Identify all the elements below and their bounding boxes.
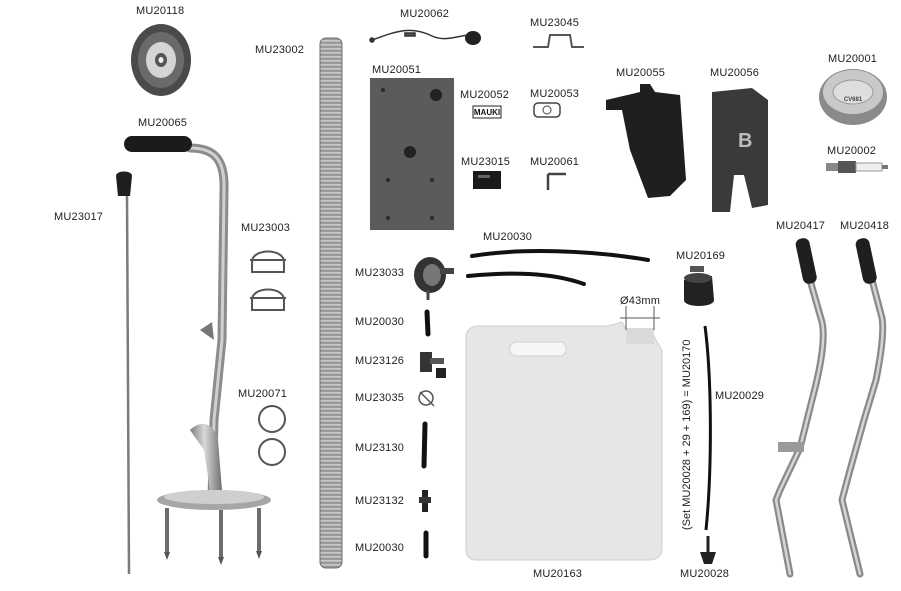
label-mu20170-set: (Set MU20028 + 29 + 169) = MU20170 xyxy=(681,339,693,530)
label-mu20169: MU20169 xyxy=(676,250,726,262)
spark-plug-part xyxy=(826,161,888,173)
label-mu23035: MU23035 xyxy=(355,392,405,404)
label-mu20417: MU20417 xyxy=(776,220,826,232)
throttle-lever-part xyxy=(772,238,827,578)
o-ring-part xyxy=(258,405,286,466)
hose-clip-part xyxy=(418,390,435,407)
guard-part: B xyxy=(712,88,768,212)
fuel-tap-part xyxy=(420,352,446,378)
label-mu23126: MU23126 xyxy=(355,355,405,367)
mounting-plate-part xyxy=(370,78,454,230)
gasket-part xyxy=(533,102,561,118)
handle-bar-part xyxy=(124,136,229,505)
small-hose-parts xyxy=(421,309,431,559)
label-mu20071: MU20071 xyxy=(238,388,288,400)
fuel-tank-part xyxy=(465,306,663,561)
label-mu20062: MU20062 xyxy=(400,8,450,20)
fuel-filter-part xyxy=(700,536,716,564)
carburetor-part xyxy=(414,257,454,300)
fuel-cap-part: CV681 xyxy=(819,69,887,125)
ignition-wire-part xyxy=(369,29,481,45)
tank-cap-part xyxy=(684,266,714,306)
label-mu20418: MU20418 xyxy=(840,220,890,232)
choke-rod-part xyxy=(116,171,132,575)
fuel-hose-part xyxy=(466,249,650,286)
exhaust-pipe-part xyxy=(319,37,343,569)
label-mu23017: MU23017 xyxy=(54,211,104,223)
label-diameter: Ø43mm xyxy=(620,295,661,307)
label-mu23045: MU23045 xyxy=(530,17,580,29)
wheel-part xyxy=(131,24,191,96)
label-mu23015: MU23015 xyxy=(461,156,511,168)
label-mu20002: MU20002 xyxy=(827,145,877,157)
name-plate-part: MAUKI xyxy=(472,105,502,119)
label-mu20053: MU20053 xyxy=(530,88,580,100)
cap-text: CV681 xyxy=(844,97,863,103)
label-mu20055: MU20055 xyxy=(616,67,666,79)
label-mu20061: MU20061 xyxy=(530,156,580,168)
clutch-lever-part xyxy=(838,238,887,578)
auger-base-part xyxy=(157,424,271,565)
label-mu23130: MU23130 xyxy=(355,442,405,454)
label-mu20052: MU20052 xyxy=(460,89,510,101)
label-mu20030-bot: MU20030 xyxy=(355,542,405,554)
label-mu23033: MU23033 xyxy=(355,267,405,279)
pin-part xyxy=(546,172,566,190)
mauki-text: MAUKI xyxy=(474,108,500,117)
label-mu20051: MU20051 xyxy=(372,64,422,76)
label-mu20118: MU20118 xyxy=(136,5,185,17)
pipe-clamp-part xyxy=(250,250,286,311)
label-mu20065: MU20065 xyxy=(138,117,188,129)
bracket-part xyxy=(533,34,584,48)
label-mu23002: MU23002 xyxy=(255,44,305,56)
svg-text:B: B xyxy=(738,130,752,152)
label-mu20001: MU20001 xyxy=(828,53,878,65)
label-mu23132: MU23132 xyxy=(355,495,405,507)
long-hose-part xyxy=(703,325,712,531)
connector-part xyxy=(419,490,431,512)
ignition-module-part xyxy=(473,171,501,189)
label-mu20030-mid: MU20030 xyxy=(355,316,405,328)
label-mu20030-top: MU20030 xyxy=(483,231,533,243)
label-mu23003: MU23003 xyxy=(241,222,291,234)
label-mu20028: MU20028 xyxy=(680,568,730,580)
label-mu20163: MU20163 xyxy=(533,568,583,580)
label-mu20029: MU20029 xyxy=(715,390,765,402)
label-mu20056: MU20056 xyxy=(710,67,760,79)
engine-shroud-part xyxy=(606,84,686,198)
